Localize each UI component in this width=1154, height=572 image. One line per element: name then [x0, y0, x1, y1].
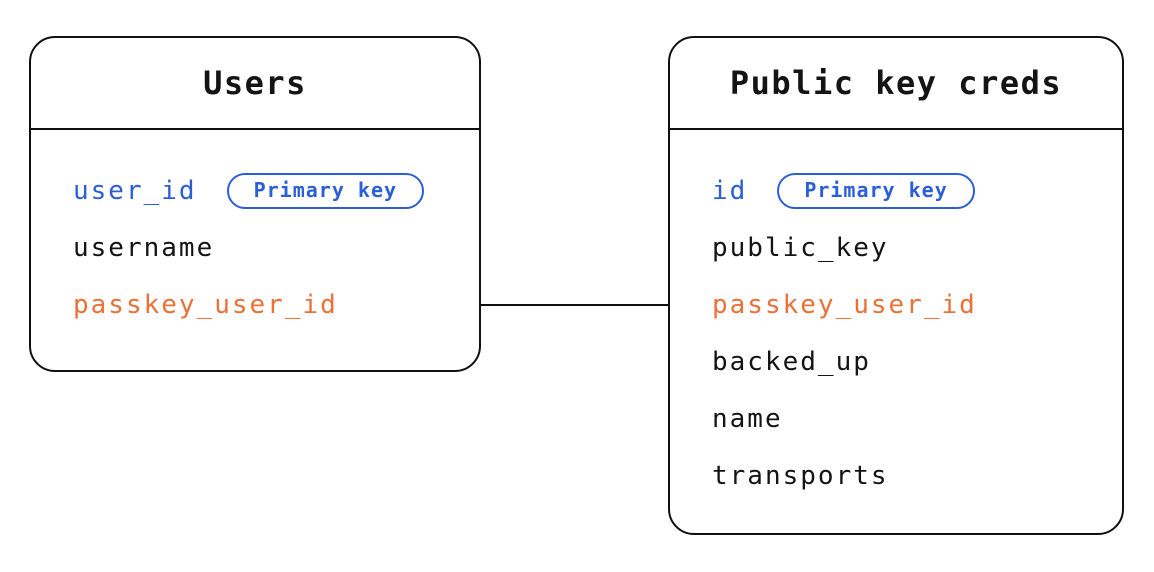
field-row-user-id: user_id Primary key [73, 162, 479, 219]
field-name-backed-up: backed_up [712, 346, 871, 377]
field-row-passkey-user-id: passkey_user_id [73, 276, 479, 333]
field-name-name: name [712, 403, 783, 434]
table-node-users: Users user_id Primary key username passk… [29, 36, 481, 372]
relationship-line [481, 304, 668, 306]
field-name-passkey-user-id: passkey_user_id [73, 289, 338, 320]
field-row-public-key: public_key [712, 219, 1122, 276]
field-name-public-key: public_key [712, 232, 889, 263]
primary-key-badge: Primary key [777, 172, 975, 209]
field-name-transports: transports [712, 460, 889, 491]
table-fields-public-key-creds: id Primary key public_key passkey_user_i… [670, 130, 1122, 504]
field-row-passkey-user-id: passkey_user_id [712, 276, 1122, 333]
field-row-username: username [73, 219, 479, 276]
field-row-backed-up: backed_up [712, 333, 1122, 390]
field-name-user-id: user_id [73, 175, 197, 206]
table-title-users: Users [31, 38, 479, 130]
field-row-transports: transports [712, 447, 1122, 504]
primary-key-badge: Primary key [226, 172, 425, 209]
table-fields-users: user_id Primary key username passkey_use… [31, 130, 479, 333]
field-name-username: username [73, 232, 215, 263]
table-node-public-key-creds: Public key creds id Primary key public_k… [668, 36, 1124, 535]
field-row-id: id Primary key [712, 162, 1122, 219]
table-title-public-key-creds: Public key creds [670, 38, 1122, 130]
field-name-passkey-user-id: passkey_user_id [712, 289, 977, 320]
field-name-id: id [712, 175, 748, 206]
field-row-name: name [712, 390, 1122, 447]
